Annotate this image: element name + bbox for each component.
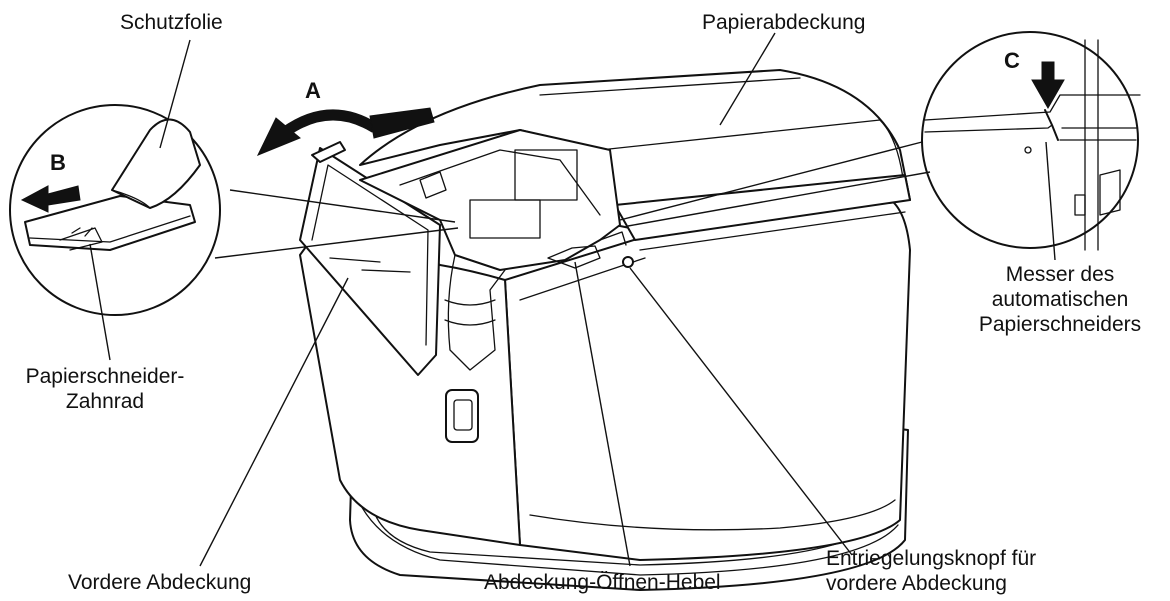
step-c-label: C [1004, 48, 1020, 73]
protective-film-label: Schutzfolie [120, 11, 223, 34]
left-magnifier [9, 104, 459, 316]
step-b-label: B [50, 150, 66, 175]
curved-arrow-left-icon [256, 107, 435, 156]
front-cover-label: Vordere Abdeckung [68, 571, 252, 594]
internal-mechanism [359, 129, 627, 371]
cutter-blade-label: Messer des automatischen Papierschneider… [978, 263, 1142, 336]
cover-open-lever-label: Abdeckung-Öffnen-Hebel [484, 571, 721, 594]
leader-lines [89, 32, 1056, 567]
right-magnifier [619, 31, 1141, 251]
paper-cover-label: Papierabdeckung [702, 11, 866, 34]
cutter-gear-label: Papierschneider- Zahnrad [25, 365, 185, 413]
step-a-label: A [305, 78, 321, 103]
front-cover-release-label: Entriegelungsknopf für vordere Abdeckung [826, 547, 1037, 595]
